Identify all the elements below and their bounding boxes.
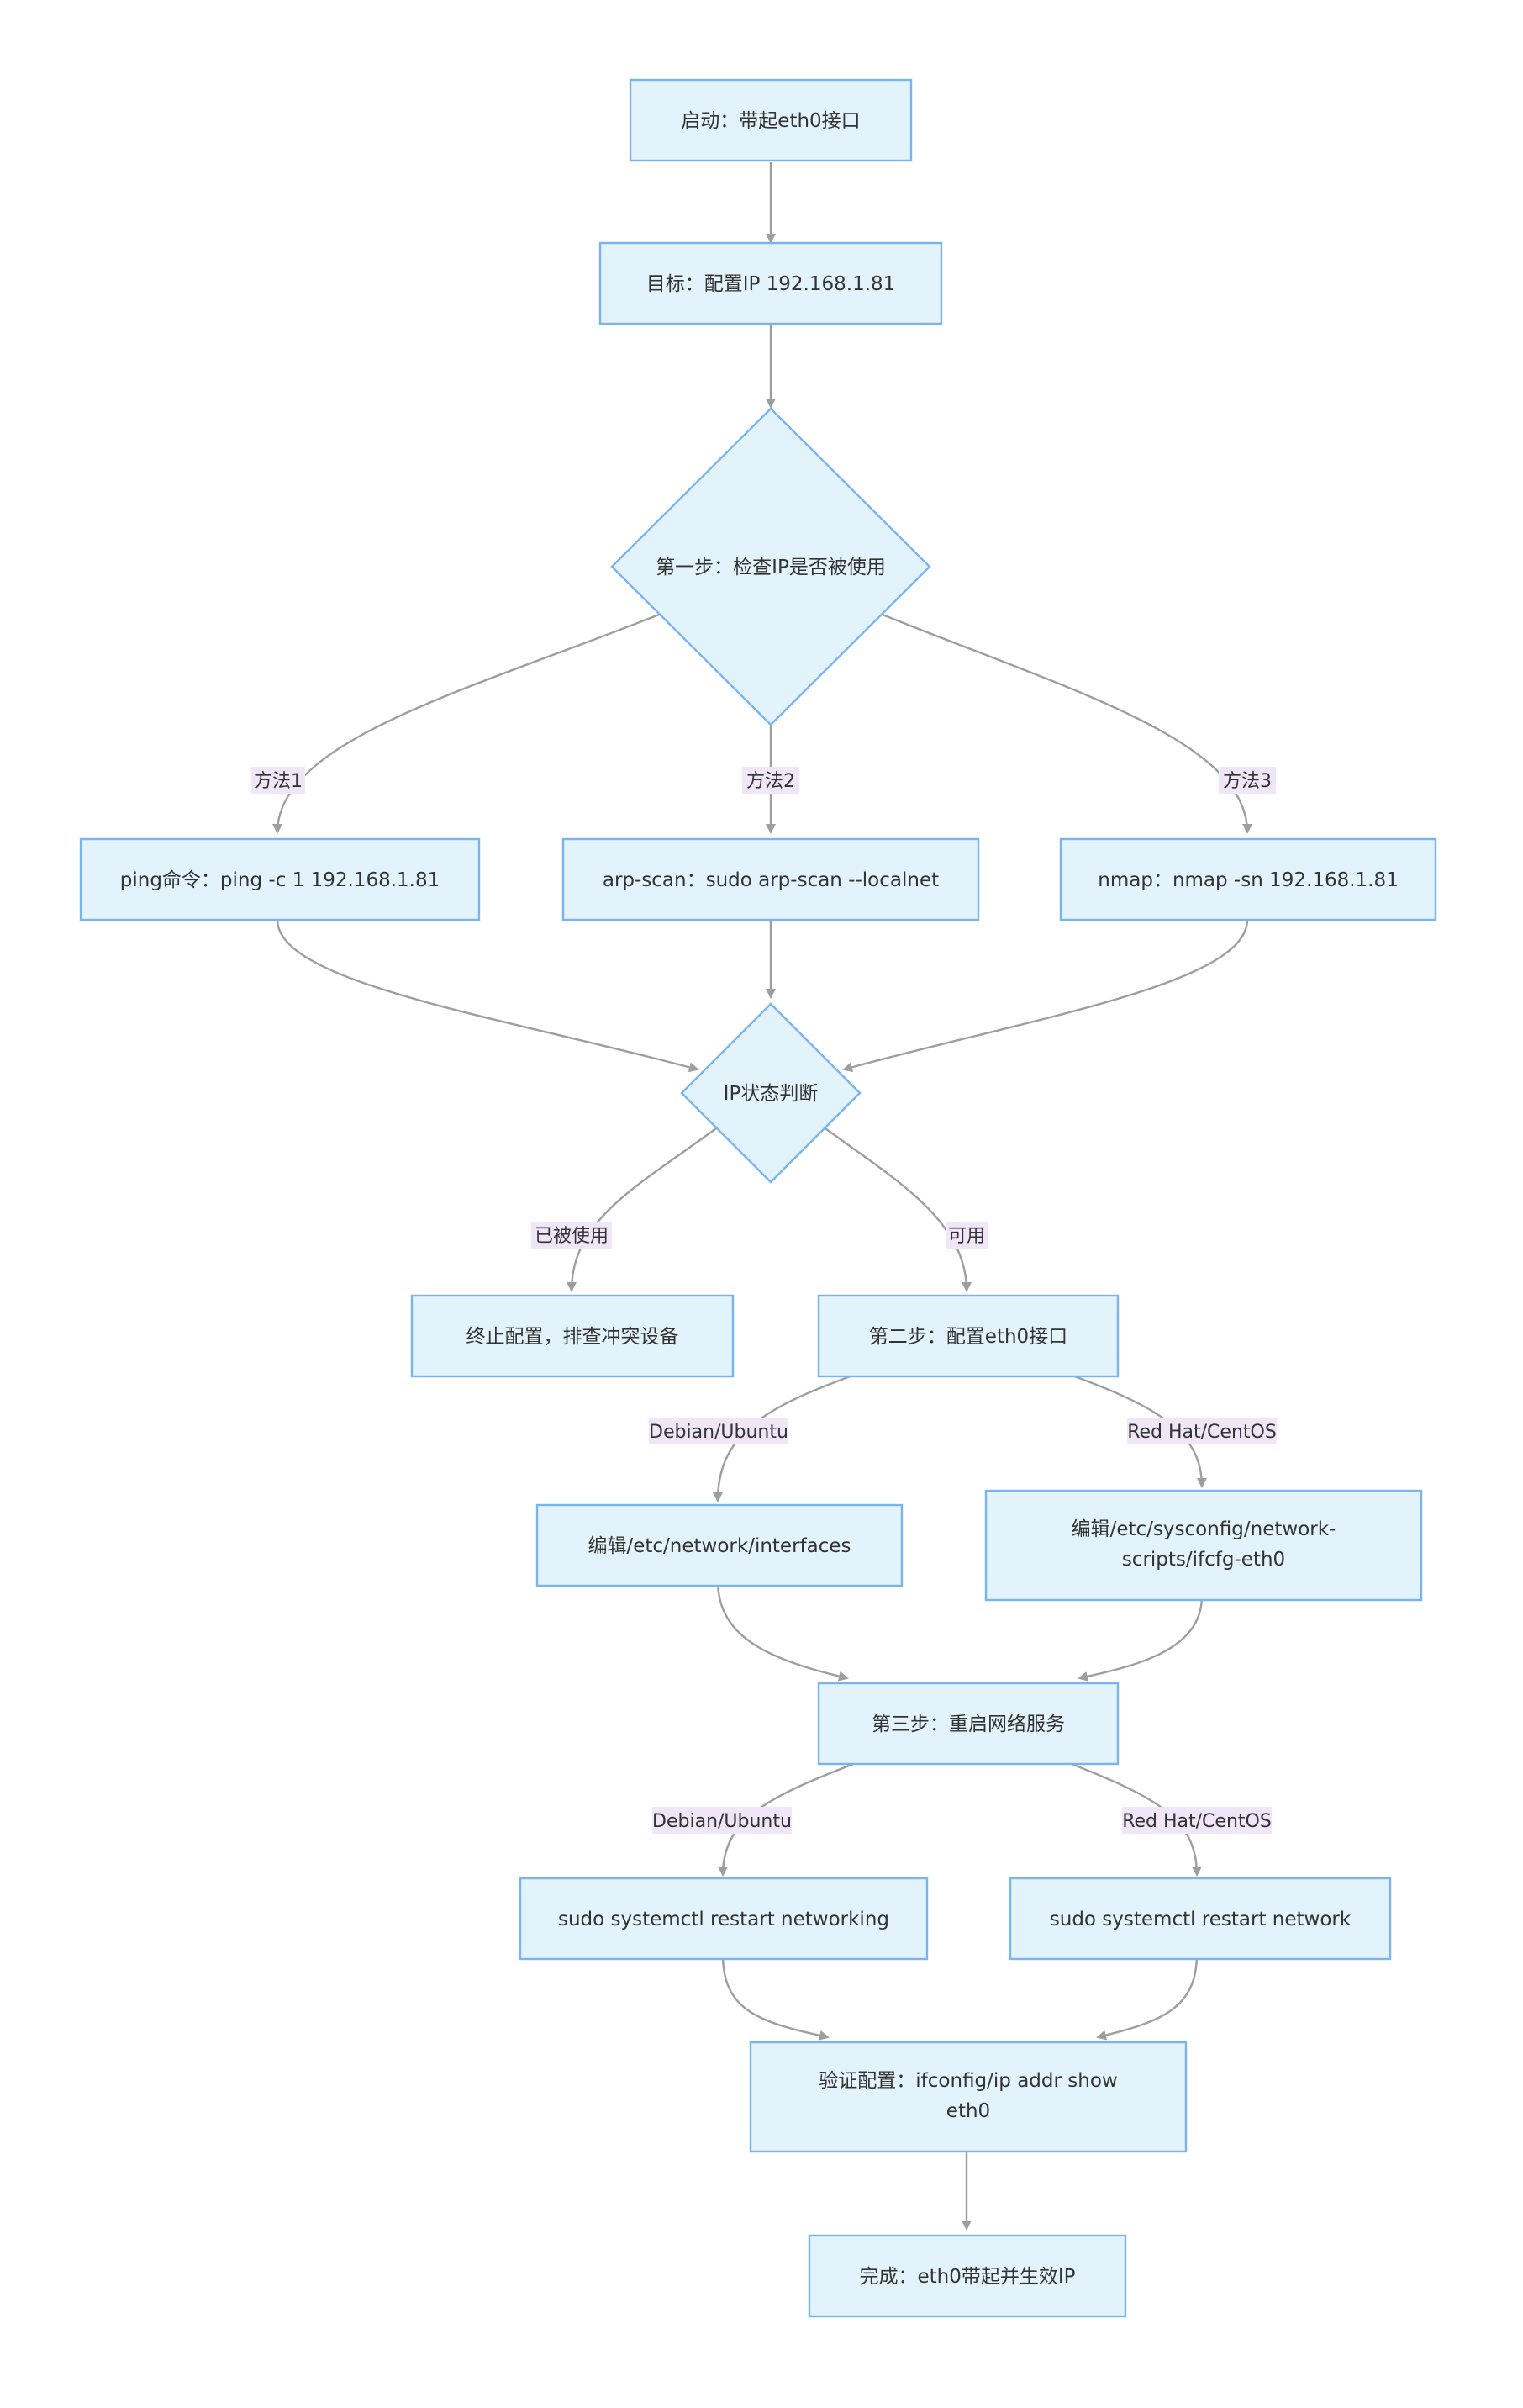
edge-label-method1: 方法1 bbox=[254, 771, 303, 792]
node-done-text: 完成：eth0带起并生效IP bbox=[859, 2266, 1075, 2288]
edge-restartdebian-verify bbox=[721, 1953, 830, 2041]
node-arpscan: arp-scan：sudo arp-scan --localnet bbox=[561, 837, 980, 921]
node-abort: 终止配置，排查冲突设备 bbox=[410, 1294, 735, 1378]
node-edit-redhat-text-line1: 编辑/etc/sysconfig/network- bbox=[1072, 1518, 1336, 1540]
edge-label-debian-config: Debian/Ubuntu bbox=[649, 1422, 788, 1443]
edge-editdebian-step3 bbox=[716, 1580, 849, 1682]
nodes: 启动：带起eth0接口 目标：配置IP 192.168.1.81 第一步：检查I… bbox=[79, 78, 1437, 2318]
edge-ipstatus-step2 bbox=[825, 1127, 972, 1292]
node-restart-redhat: sudo systemctl restart network bbox=[1009, 1877, 1392, 1961]
node-goal-text: 目标：配置IP 192.168.1.81 bbox=[646, 273, 896, 295]
edge-labels: 方法1 方法2 方法3 已被使用 可用 Debian/Ubuntu Red Ha… bbox=[251, 767, 1277, 1834]
edge-label-method3: 方法3 bbox=[1223, 771, 1272, 792]
node-ipstatus-text: IP状态判断 bbox=[724, 1083, 819, 1105]
node-verify-text-line2: eth0 bbox=[946, 2100, 990, 2122]
node-verify: 验证配置：ifconfig/ip addr show eth0 bbox=[749, 2041, 1188, 2153]
node-goal: 目标：配置IP 192.168.1.81 bbox=[598, 241, 943, 325]
edge-label-available: 可用 bbox=[948, 1226, 985, 1247]
node-edit-redhat-text-line2: scripts/ifcfg-eth0 bbox=[1122, 1549, 1285, 1571]
node-ping-text: ping命令：ping -c 1 192.168.1.81 bbox=[120, 869, 440, 891]
node-edit-debian: 编辑/etc/network/interfaces bbox=[535, 1503, 904, 1587]
node-nmap-text: nmap：nmap -sn 192.168.1.81 bbox=[1098, 869, 1398, 891]
node-abort-text: 终止配置，排查冲突设备 bbox=[466, 1326, 679, 1348]
node-step1-decision: 第一步：检查IP是否被使用 bbox=[610, 407, 931, 726]
node-ping: ping命令：ping -c 1 192.168.1.81 bbox=[79, 837, 481, 921]
edge-restartredhat-verify bbox=[1096, 1953, 1199, 2041]
edge-label-in-use: 已被使用 bbox=[535, 1226, 609, 1247]
edge-label-debian-restart: Debian/Ubuntu bbox=[652, 1811, 792, 1832]
node-step2-text: 第二步：配置eth0接口 bbox=[869, 1326, 1067, 1348]
node-ipstatus-decision: IP状态判断 bbox=[680, 1002, 862, 1184]
node-start-text: 启动：带起eth0接口 bbox=[681, 110, 860, 132]
edge-ipstatus-abort bbox=[567, 1127, 717, 1292]
node-step2: 第二步：配置eth0接口 bbox=[817, 1294, 1120, 1378]
edge-step1-ping bbox=[272, 613, 660, 834]
edge-editredhat-step3 bbox=[1078, 1595, 1204, 1682]
node-restart-debian: sudo systemctl restart networking bbox=[519, 1877, 929, 1961]
node-edit-debian-text: 编辑/etc/network/interfaces bbox=[588, 1535, 851, 1557]
node-step3-text: 第三步：重启网络服务 bbox=[872, 1714, 1065, 1735]
node-nmap: nmap：nmap -sn 192.168.1.81 bbox=[1059, 837, 1437, 921]
node-restart-redhat-text: sudo systemctl restart network bbox=[1050, 1909, 1352, 1930]
edge-step1-nmap bbox=[882, 613, 1252, 834]
node-arpscan-text: arp-scan：sudo arp-scan --localnet bbox=[603, 869, 939, 891]
edge-label-redhat-config: Red Hat/CentOS bbox=[1127, 1422, 1277, 1443]
node-verify-text-line1: 验证配置：ifconfig/ip addr show bbox=[819, 2070, 1117, 2092]
node-edit-redhat: 编辑/etc/sysconfig/network- scripts/ifcfg-… bbox=[984, 1489, 1423, 1602]
node-step3: 第三步：重启网络服务 bbox=[817, 1682, 1120, 1766]
node-done: 完成：eth0带起并生效IP bbox=[808, 2234, 1127, 2318]
node-restart-debian-text: sudo systemctl restart networking bbox=[558, 1909, 889, 1930]
edges bbox=[272, 162, 1252, 2231]
node-start: 启动：带起eth0接口 bbox=[629, 78, 913, 162]
edge-label-method2: 方法2 bbox=[746, 771, 795, 792]
edge-nmap-ipstatus bbox=[842, 919, 1249, 1073]
node-step1-text: 第一步：检查IP是否被使用 bbox=[656, 557, 886, 578]
edge-ping-ipstatus bbox=[276, 919, 699, 1073]
edge-label-redhat-restart: Red Hat/CentOS bbox=[1122, 1811, 1272, 1832]
